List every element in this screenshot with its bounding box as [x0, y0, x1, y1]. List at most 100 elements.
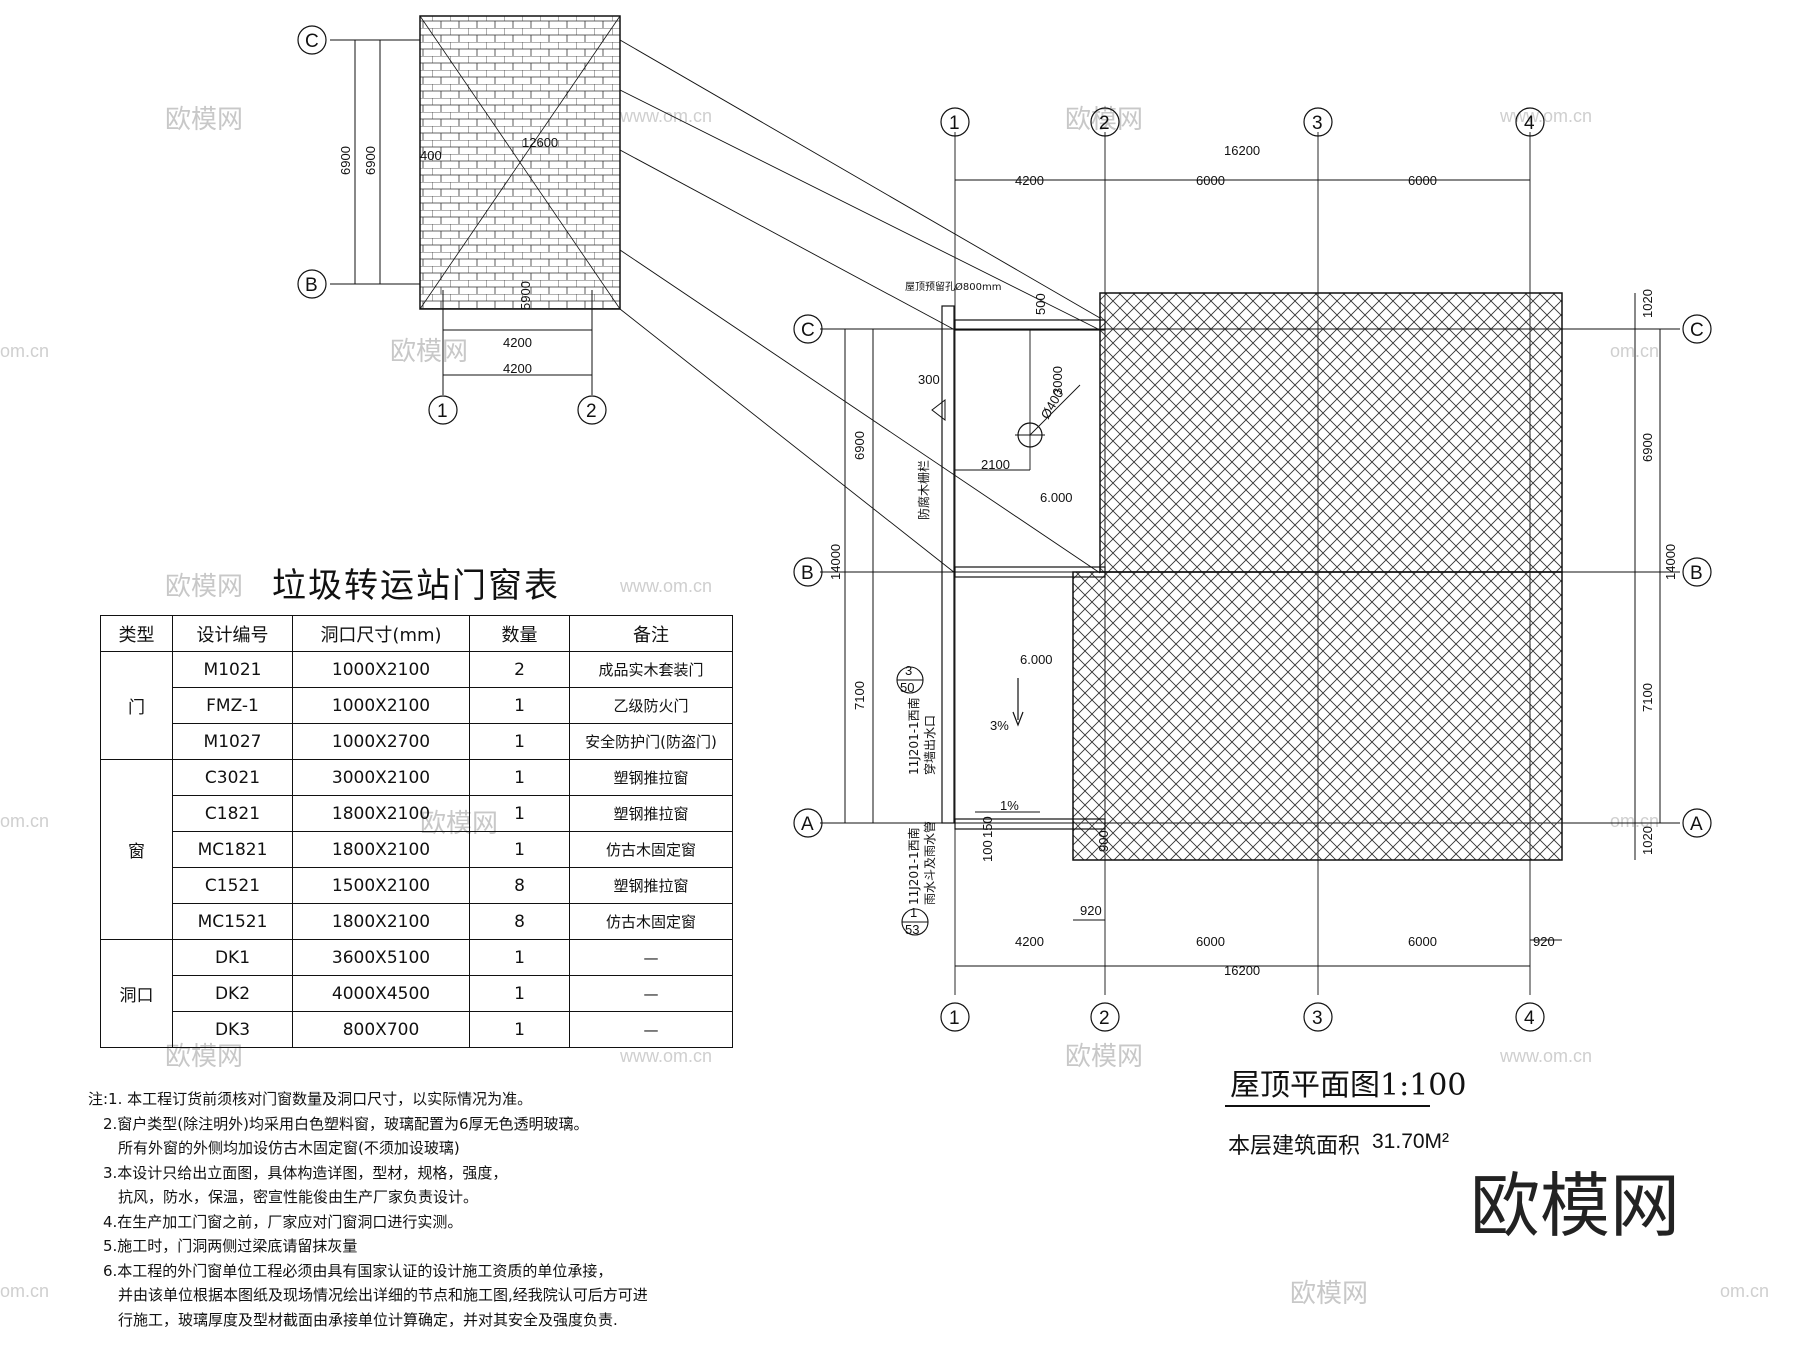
note-line: 5.施工时，门洞两侧过梁底请留抹灰量: [88, 1237, 358, 1255]
category-opening: 洞口: [100, 939, 173, 1048]
cell-remark: 仿古木固定窗: [569, 903, 733, 940]
dim-right-3: 7100: [1640, 683, 1655, 712]
cell-code: C3021: [172, 759, 293, 796]
cell-qty: 1: [469, 795, 570, 832]
header-remark: 备注: [569, 615, 733, 652]
svg-text:欧模网: 欧模网: [165, 105, 243, 135]
axis-bubble-1-bot: [940, 1002, 970, 1032]
dim-400: Ø400: [1038, 386, 1067, 421]
axis-c-right: C: [1690, 320, 1704, 341]
axis-3-top: 3: [1312, 113, 1323, 134]
axis-bubble-3-top: [1303, 107, 1333, 137]
axis-bubble-1-top: [940, 107, 970, 137]
dim-2100: 2100: [981, 457, 1010, 472]
detail1-text2: 穿墙出水口: [922, 715, 937, 775]
elevation-view: [297, 15, 1101, 574]
dim-bot-2: 6000: [1196, 934, 1225, 949]
elev-axis-b-label: B: [305, 275, 318, 296]
cell-qty: 1: [469, 759, 570, 796]
dim-right-1: 1020: [1640, 289, 1655, 318]
cell-qty: 8: [469, 867, 570, 904]
table-row: C1521 1500X2100 8 塑钢推拉窗: [101, 867, 733, 904]
detail2-text: 11J201-1西南: [906, 827, 921, 905]
dim-left-total: 14000: [828, 544, 843, 580]
axis-bubble-a-left: [793, 808, 823, 838]
table-row: MC1521 1800X2100 8 仿古木固定窗: [101, 903, 733, 940]
axis-bubble-b-right: [1682, 557, 1712, 587]
category-window: 窗: [100, 759, 173, 940]
axis-b-left: B: [801, 563, 814, 584]
table-row: FMZ-1 1000X2100 1 乙级防火门: [101, 687, 733, 724]
cell-qty: 1: [469, 975, 570, 1012]
roof-hatch-lower: [1072, 571, 1563, 861]
axis-a-left: A: [801, 814, 814, 835]
elev-axis-bubble-2: [577, 395, 607, 425]
cell-remark: 成品实木套装门: [569, 651, 733, 688]
svg-text:www.om.cn: www.om.cn: [1499, 1046, 1592, 1066]
axis-2-top: 2: [1099, 113, 1110, 134]
axis-4-top: 4: [1524, 113, 1535, 134]
cell-qty: 2: [469, 651, 570, 688]
cell-size: 1800X2100: [292, 903, 470, 940]
dim-920: 920: [1080, 903, 1102, 918]
axis-a-right: A: [1690, 814, 1703, 835]
cell-code: FMZ-1: [172, 687, 293, 724]
parapet-wall: [941, 305, 955, 824]
svg-text:om.cn: om.cn: [0, 1281, 49, 1301]
svg-text:www.om.cn: www.om.cn: [1499, 106, 1592, 126]
svg-text:欧模网: 欧模网: [1065, 1042, 1143, 1072]
table-row: M1027 1000X2700 1 安全防护门(防盗门): [101, 723, 733, 760]
dim-bot-3: 6000: [1408, 934, 1437, 949]
roof-plan: [793, 107, 1712, 1032]
dim-100: 100: [980, 840, 995, 862]
svg-text:欧模网: 欧模网: [1290, 1279, 1368, 1309]
note-line: 6.本工程的外门窗单位工程必须由具有国家认证的设计施工资质的单位承接，: [88, 1261, 613, 1280]
area-label: 本层建筑面积: [1228, 1134, 1361, 1159]
cell-remark: 安全防护门(防盗门): [569, 723, 733, 760]
dim-top-3: 6000: [1408, 173, 1437, 188]
cell-size: 1000X2100: [292, 687, 470, 724]
header-qty: 数量: [469, 615, 570, 652]
axis-bubble-2-bot: [1090, 1002, 1120, 1032]
note-line: 抗风，防水，保温，密宣性能俊由生产厂家负责设计。: [88, 1188, 479, 1206]
header-type: 类型: [100, 615, 173, 652]
cell-qty: 1: [469, 939, 570, 976]
note-line: 注:1. 本工程订货前须核对门窗数量及洞口尺寸，以实际情况为准。: [88, 1090, 533, 1108]
note-line: 4.在生产加工门窗之前，厂家应对门窗洞口进行实测。: [88, 1212, 463, 1231]
svg-text:www.om.cn: www.om.cn: [619, 1046, 712, 1066]
detail1-text: 11J201-1西南: [906, 697, 921, 775]
elev-axis-2-label: 2: [586, 401, 597, 422]
table-row: 窗 C3021 3000X2100 1 塑钢推拉窗: [100, 759, 733, 940]
cell-qty: 1: [469, 831, 570, 868]
axis-bubble-c-left: [793, 314, 823, 344]
detail1-bot: 50: [900, 680, 914, 695]
svg-text:www.om.cn: www.om.cn: [619, 106, 712, 126]
cell-code: MC1821: [172, 831, 293, 868]
header-code: 设计编号: [172, 615, 293, 652]
dim-bot-1: 4200: [1015, 934, 1044, 949]
elev-axis-bubble-1: [428, 395, 458, 425]
schedule-notes: 注:1. 本工程订货前须核对门窗数量及洞口尺寸，以实际情况为准。 2.窗户类型(…: [88, 1087, 768, 1332]
plan-title: 屋顶平面图1:100: [1230, 1068, 1467, 1103]
cell-code: DK3: [172, 1011, 293, 1048]
dim-500: 500: [1033, 293, 1048, 315]
axis-1-top: 1: [949, 113, 960, 134]
svg-text:欧模网: 欧模网: [1065, 105, 1143, 135]
cell-size: 1500X2100: [292, 867, 470, 904]
dim-right-4: 1020: [1640, 826, 1655, 855]
cell-size: 3600X5100: [292, 939, 470, 976]
level-2: 6.000: [1020, 652, 1053, 667]
slope-3pct: 3%: [990, 718, 1009, 733]
cell-qty: 1: [469, 1011, 570, 1048]
dim-bot-total: 16200: [1224, 963, 1260, 978]
cell-remark: —: [569, 975, 733, 1012]
detail2-text2: 雨水斗及雨水管: [922, 821, 937, 905]
dim-150: 150: [980, 816, 995, 838]
axis-bubble-b-left: [793, 557, 823, 587]
cell-qty: 1: [469, 687, 570, 724]
svg-text:欧模网: 欧模网: [390, 337, 468, 367]
table-row: 洞口 DK1 3600X5100 1 —: [100, 939, 733, 1048]
cell-remark: —: [569, 1011, 733, 1048]
detail2-bot: 53: [905, 922, 919, 937]
cell-size: 1000X2700: [292, 723, 470, 760]
